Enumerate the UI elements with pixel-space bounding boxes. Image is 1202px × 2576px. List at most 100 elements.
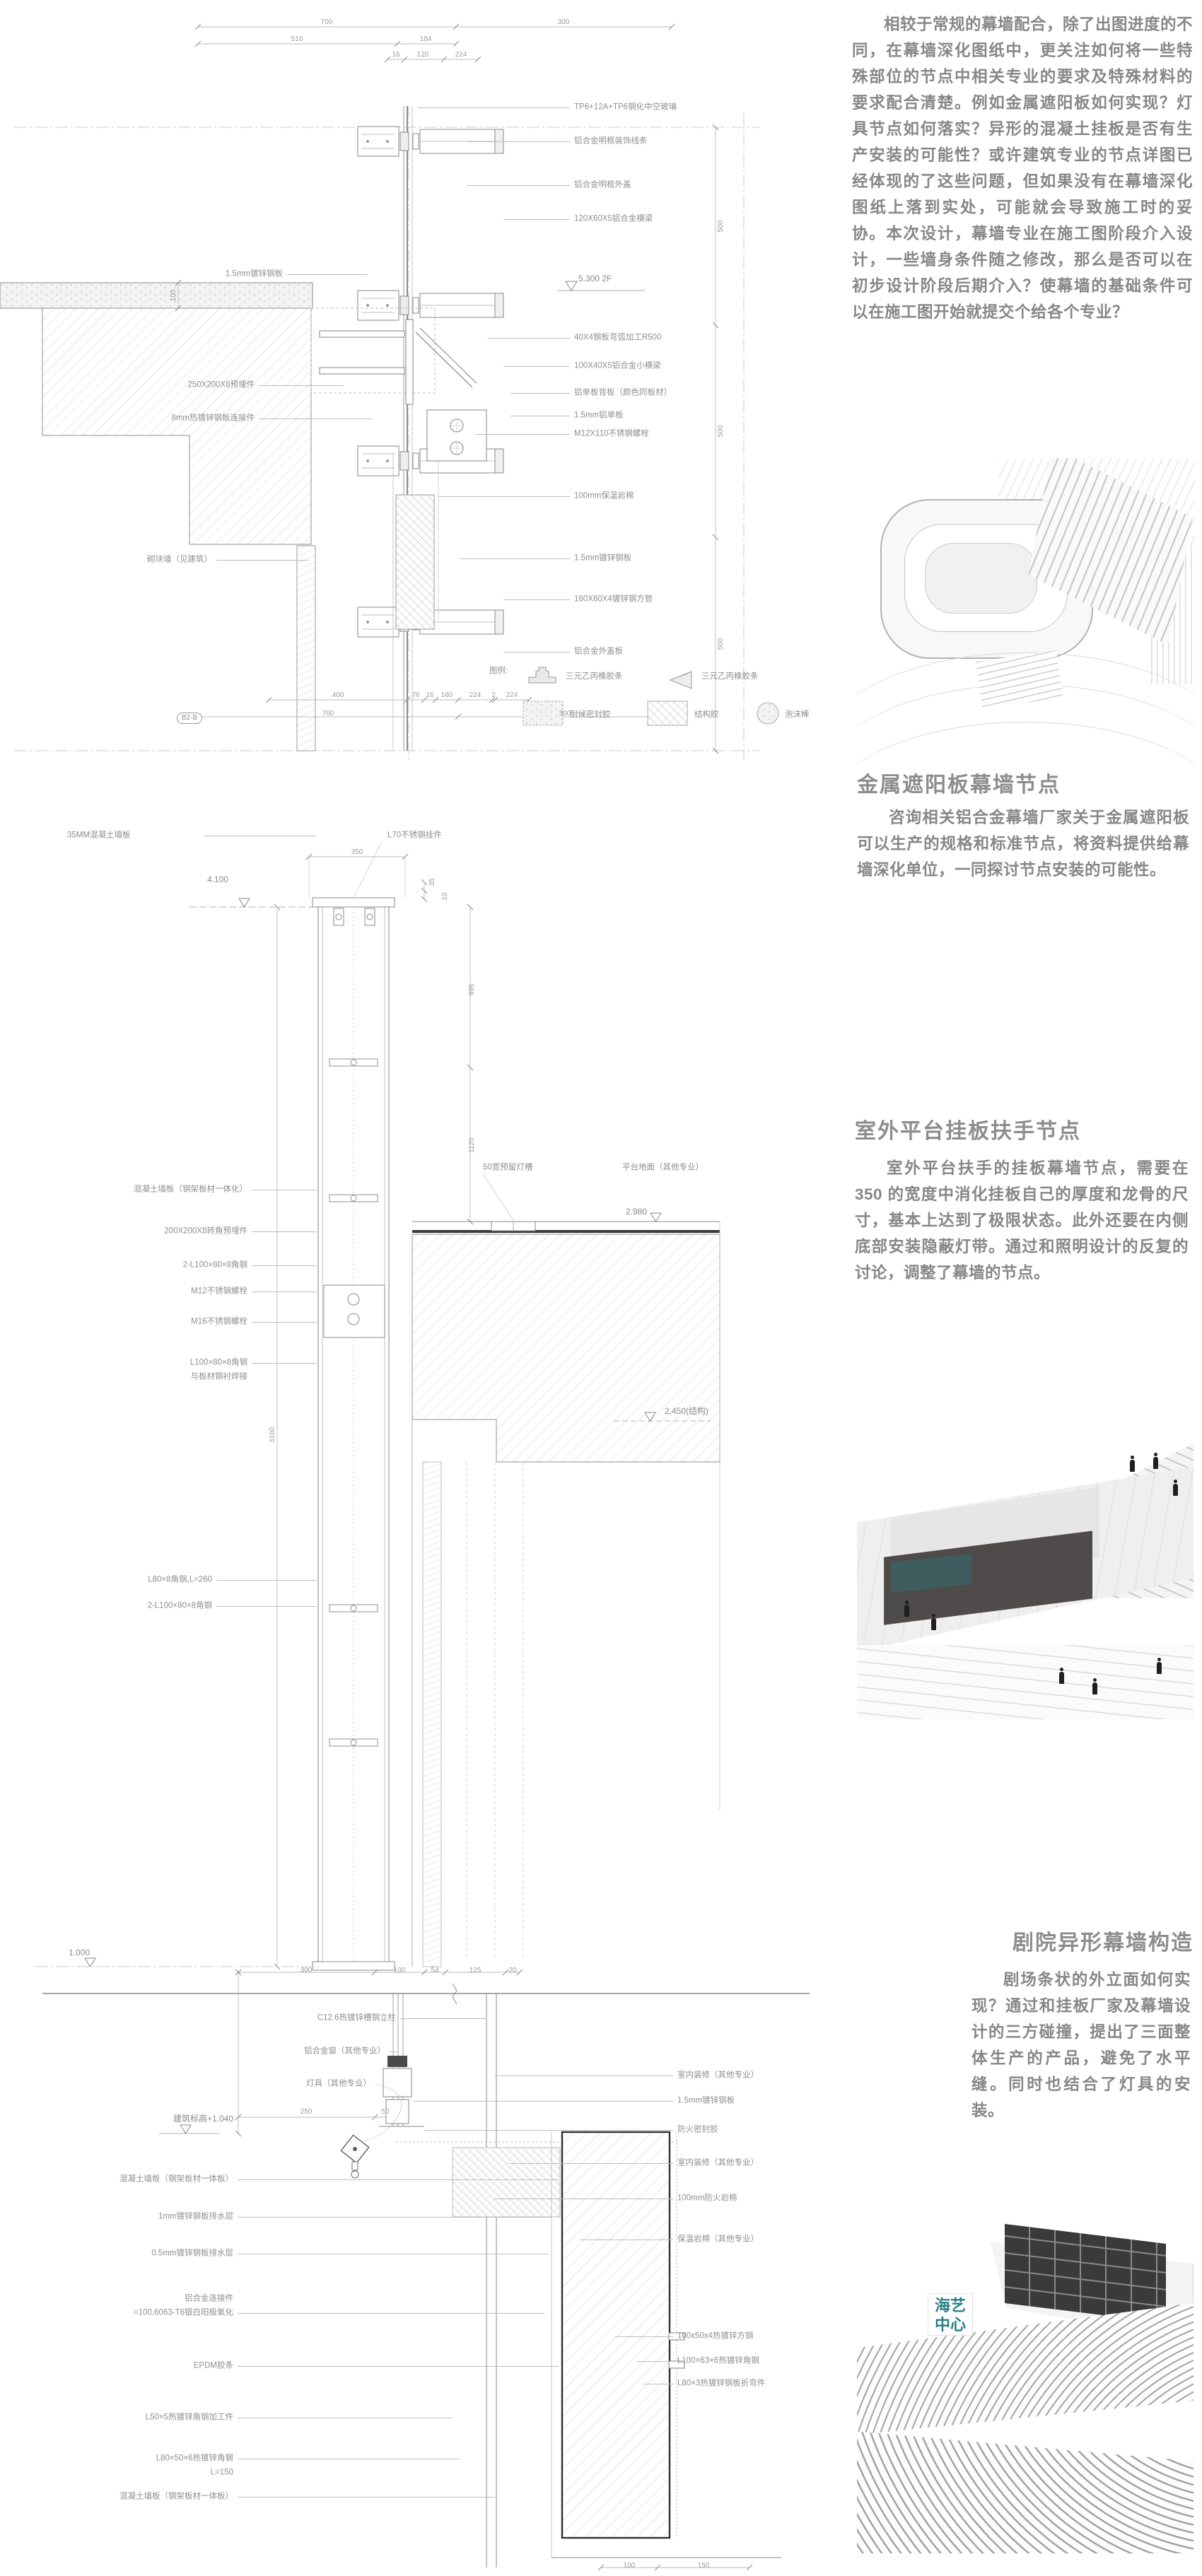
- dimension-label: 300: [557, 18, 570, 26]
- leader-line: [390, 2051, 397, 2052]
- drawing-callout: 100mm保温岩棉: [574, 491, 634, 500]
- drawing-callout: 铝合金窗（其他专业）: [304, 2047, 385, 2056]
- leader-line: [252, 1322, 317, 1323]
- drawing-callout: 防火密封胶: [677, 2125, 718, 2134]
- leader-line: [509, 2163, 673, 2164]
- dimension-label: 300: [300, 1967, 313, 1974]
- leader-line: [238, 2179, 559, 2180]
- drawing-callout: 铝合金明框装饰线条: [574, 136, 648, 146]
- person-figure: [904, 1600, 909, 1617]
- dimension-label: 125: [469, 1967, 482, 1974]
- epdm-wedge-icon: [669, 671, 692, 689]
- legend-item-label: 结构胶: [694, 710, 719, 719]
- drawing-callout: 100x50x4热镀锌方钢: [677, 2331, 754, 2341]
- render-image-terrace: [857, 1383, 1194, 1719]
- drawing-callout: EPDM胶条: [193, 2361, 233, 2370]
- elevation-label: 5.300 2F: [578, 274, 612, 283]
- elevation-label: 1.000: [68, 1948, 91, 1957]
- drawing-callout: 100X40X5铝合金小横梁: [574, 361, 661, 370]
- dimension-label: 16: [426, 691, 434, 699]
- leader-line: [252, 1231, 317, 1232]
- drawing-callout: 8mm热镀锌钢板连接件: [171, 414, 255, 423]
- drawing-callout: 1.5mm镀锌钢板: [677, 2096, 735, 2105]
- drawing-callout: 室内装修（其他专业）: [677, 2158, 759, 2167]
- leader-line: [216, 1606, 317, 1607]
- leader-line: [460, 558, 570, 559]
- dimension-label: 150: [697, 2562, 710, 2570]
- leader-line: [636, 2361, 673, 2362]
- drawing-callout: 50宽预留灯槽: [483, 1163, 533, 1172]
- dimension-label: 54: [431, 1967, 439, 1974]
- light-fixture: [340, 2134, 370, 2179]
- drawing-callout: 灯具（其他专业）: [306, 2079, 371, 2088]
- epdm-gasket-icon: [528, 667, 556, 684]
- drawing-callout: 250X200X8预埋件: [187, 380, 255, 390]
- drawing-callout: M16不锈钢螺栓: [191, 1317, 247, 1326]
- dimension-label: 700: [320, 18, 333, 26]
- person-figure: [1156, 1658, 1162, 1675]
- drawing-callout: 35MM混凝土墙板: [67, 831, 131, 840]
- drawing-callout: 铝合金明框外盖: [574, 180, 631, 189]
- detail-drawing-metal-louver: [0, 23, 779, 760]
- drawing-callout: L80×50×6热镀锌角钢: [156, 2454, 233, 2463]
- dimension-label: 2: [491, 691, 496, 699]
- section-mark: B2-B: [176, 713, 203, 724]
- leader-line: [238, 2217, 552, 2218]
- drawing-callout: 与板材钢衬焊接: [190, 1372, 248, 1381]
- person-figure: [1153, 1452, 1158, 1469]
- leader-line: [467, 141, 570, 142]
- drawing-callout: 平台地面（其他专业）: [622, 1163, 704, 1172]
- elevation-label: 4.100: [206, 874, 229, 884]
- leader-line: [252, 1363, 317, 1364]
- drawing-callout: M12不锈钢螺栓: [191, 1287, 247, 1296]
- leader-line: [418, 107, 570, 108]
- dimension-label: 20: [508, 1967, 517, 1974]
- section-body-2: 室外平台扶手的挂板幕墙节点，需要在 350 的宽度中消化挂板自己的厚度和龙骨的尺…: [855, 1159, 1189, 1282]
- leader-line: [238, 2313, 544, 2314]
- person-figure: [1092, 1678, 1098, 1694]
- drawing-callout: 混凝土墙板（钢架板材一体化）: [134, 1185, 247, 1194]
- leader-line: [238, 2497, 495, 2498]
- leader-line: [467, 185, 570, 186]
- plaza-curve: [857, 721, 1195, 772]
- leader-line: [400, 2018, 486, 2019]
- drawing-callout: =100,6063-T6银白阳极氧化: [134, 2308, 233, 2317]
- structural-sealant-icon: [647, 701, 688, 726]
- leader-line: [488, 338, 570, 339]
- section-body-3: 剧场条状的外立面如何实现？通过和挂板厂家及幕墙设计的三方碰撞，提出了三面整体生产…: [971, 1971, 1191, 2119]
- drawing-callout: L80×8角钢,L=260: [148, 1575, 212, 1584]
- leader-line: [503, 219, 570, 220]
- striped-facade-band: [857, 2302, 1194, 2435]
- drawing-callout: 混凝土墙板（钢架板材一体板）: [119, 2492, 233, 2501]
- drawing-callout: M12X110不锈钢螺栓: [574, 429, 649, 438]
- foam-rod-icon: [757, 702, 779, 725]
- dimension-label: 160: [440, 691, 453, 699]
- dimension-label: 224: [506, 691, 518, 699]
- legend-item-label: 泡沫棒: [785, 710, 810, 719]
- foreground-steps: [857, 1645, 1194, 1719]
- drawing-callout: 160X60X4镀锌钢方管: [574, 595, 653, 604]
- insulation-hatch: [395, 494, 435, 630]
- dimension-label: 350: [351, 848, 363, 856]
- section-title-1: 金属遮阳板幕墙节点: [857, 773, 1061, 797]
- legend-item-label: 三元乙丙橡胶条: [701, 672, 759, 681]
- drawing-callout: 砌块墙（见建筑）: [147, 555, 212, 564]
- leader-line: [475, 434, 570, 435]
- drawing-callout: 保温岩棉（其他专业）: [677, 2235, 759, 2244]
- drawing-callout: 铝合金连接件: [185, 2294, 233, 2303]
- drawing-callout: 铝合金外盖板: [574, 647, 623, 656]
- drawing-callout: 1.5mm镀锌钢板: [574, 554, 632, 563]
- drawing-callout: 40X4钢板弯弧加工R500: [574, 333, 662, 342]
- drawing-callout: L50×5热镀锌角钢加工件: [145, 2413, 233, 2422]
- drawing-callout: 铝单板背板（颜色同板材）: [574, 388, 672, 397]
- dimension-label: 100: [623, 2562, 636, 2570]
- leader-line: [216, 1580, 317, 1581]
- drawing-callout: C12.6热镀锌槽钢立柱: [317, 2013, 396, 2022]
- person-figure: [930, 1614, 936, 1631]
- drawing-callout: 2-L100×80×8角钢: [182, 1260, 247, 1270]
- drawing-callout: L=150: [210, 2468, 233, 2477]
- concrete-panel: [561, 2131, 671, 2539]
- drawing-callout: L70不锈钢挂件: [387, 831, 442, 840]
- leader-line: [259, 385, 344, 386]
- dimension-label: 50: [381, 2108, 390, 2116]
